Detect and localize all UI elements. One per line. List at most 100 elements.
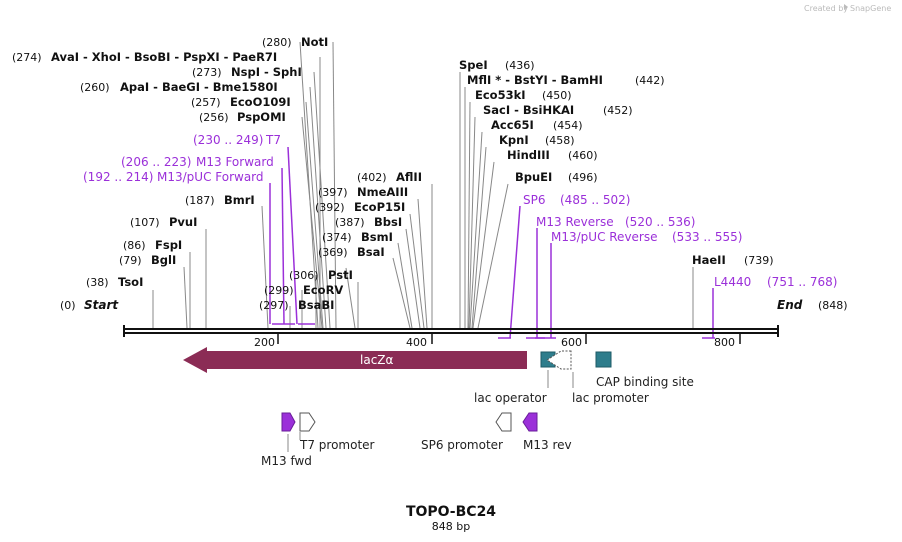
- cap-binding-box[interactable]: [595, 351, 612, 368]
- lac-operator-label: lac operator: [474, 391, 547, 405]
- apaI-pos: (260): [80, 81, 110, 94]
- ecoO109I-site[interactable]: EcoO109I: [230, 95, 291, 109]
- tsoI-site[interactable]: TsoI: [118, 275, 143, 289]
- pvuI-pos: (107): [130, 216, 160, 229]
- nmeAIII-site[interactable]: NmeAIII: [357, 185, 408, 199]
- eco53kI-pos: (450): [542, 89, 572, 102]
- fspI-pos: (86): [123, 239, 146, 252]
- m13-puc-reverse-primer[interactable]: M13/pUC Reverse: [551, 230, 658, 244]
- t7-promoter-arrow[interactable]: [299, 412, 316, 432]
- pspOMI-site[interactable]: PspOMI: [237, 110, 286, 124]
- lacz-label: lacZα: [360, 353, 394, 367]
- lac-promoter-arrow[interactable]: [546, 350, 572, 370]
- snapgene-watermark: SnapGene: [850, 4, 891, 13]
- ecoRV-pos: (299): [264, 284, 294, 297]
- ruler-ticks: [277, 334, 741, 344]
- bbsI-pos: (387): [335, 216, 365, 229]
- lac-promoter-label: lac promoter: [572, 391, 649, 405]
- m13-reverse-range: (520 .. 536): [625, 215, 695, 229]
- fspI-site[interactable]: FspI: [155, 238, 182, 252]
- ruler-600: 600: [561, 336, 582, 349]
- ecoO109I-pos: (257): [191, 96, 221, 109]
- end-position: (848): [818, 299, 848, 312]
- bglI-pos: (79): [119, 254, 142, 267]
- sacI-pos: (452): [603, 104, 633, 117]
- haeII-site[interactable]: HaeII: [692, 253, 726, 267]
- hindIII-site[interactable]: HindIII: [507, 148, 550, 162]
- pspOMI-pos: (256): [199, 111, 229, 124]
- watermark-prefix: Created by: [804, 4, 848, 13]
- bpuEI-site[interactable]: BpuEI: [515, 170, 552, 184]
- ruler-800: 800: [714, 336, 735, 349]
- mflI-pos: (442): [635, 74, 665, 87]
- m13-puc-reverse-range: (533 .. 555): [672, 230, 742, 244]
- avaI-xhoI-site[interactable]: AvaI - XhoI - BsoBI - PspXI - PaeR7I: [51, 50, 277, 64]
- notI-site[interactable]: NotI: [301, 35, 328, 49]
- hindIII-pos: (460): [568, 149, 598, 162]
- bsaBI-pos: (297): [259, 299, 289, 312]
- l4440-primer[interactable]: L4440: [714, 275, 751, 289]
- bmrI-site[interactable]: BmrI: [224, 193, 255, 207]
- acc65I-site[interactable]: Acc65I: [491, 118, 534, 132]
- m13-fwd-arrow[interactable]: [281, 412, 296, 432]
- speI-site[interactable]: SpeI: [459, 58, 488, 72]
- nspI-pos: (273): [192, 66, 222, 79]
- bmrI-pos: (187): [185, 194, 215, 207]
- haeII-pos: (739): [744, 254, 774, 267]
- nspI-sphI-site[interactable]: NspI - SphI: [231, 65, 302, 79]
- cap-binding-label: CAP binding site: [596, 375, 694, 389]
- map-subtitle: 848 bp: [432, 520, 470, 533]
- nmeAIII-pos: (397): [318, 186, 348, 199]
- m13-puc-forward-primer[interactable]: M13/pUC Forward: [157, 170, 264, 184]
- bsaBI-site[interactable]: BsaBI: [298, 298, 334, 312]
- pvuI-site[interactable]: PvuI: [169, 215, 197, 229]
- mflI-bamHI-site[interactable]: MflI * - BstYI - BamHI: [467, 73, 603, 87]
- aflII-site[interactable]: AflII: [396, 170, 422, 184]
- speI-pos: (436): [505, 59, 535, 72]
- bpuEI-pos: (496): [568, 171, 598, 184]
- tsoI-pos: (38): [86, 276, 109, 289]
- m13-reverse-primer[interactable]: M13 Reverse: [536, 215, 614, 229]
- ecoRV-site[interactable]: EcoRV: [303, 283, 343, 297]
- m13-fwd-label: M13 fwd: [261, 454, 312, 468]
- bsmI-site[interactable]: BsmI: [361, 230, 393, 244]
- sp6-primer[interactable]: SP6: [523, 193, 546, 207]
- acc65I-pos: (454): [553, 119, 583, 132]
- m13-forward-primer[interactable]: M13 Forward: [196, 155, 274, 169]
- avaI-pos: (274): [12, 51, 42, 64]
- m13-forward-range: (206 .. 223): [121, 155, 191, 169]
- ecoP15I-pos: (392): [315, 201, 345, 214]
- sequence-backbone: [123, 325, 779, 344]
- bglI-site[interactable]: BglI: [151, 253, 176, 267]
- site-lines: [152, 41, 694, 329]
- ruler-200: 200: [254, 336, 275, 349]
- m13-puc-forward-range: (192 .. 214): [83, 170, 153, 184]
- t7-primer[interactable]: T7: [265, 133, 281, 147]
- primer-lines: [269, 146, 715, 339]
- sacI-site[interactable]: SacI - BsiHKAI: [483, 103, 574, 117]
- kpnI-pos: (458): [545, 134, 575, 147]
- bsaI-pos: (369): [318, 246, 348, 259]
- l4440-primer-range: (751 .. 768): [767, 275, 837, 289]
- ruler-400: 400: [406, 336, 427, 349]
- kpnI-site[interactable]: KpnI: [499, 133, 529, 147]
- start-position: (0): [60, 299, 76, 312]
- pstI-pos: (306): [289, 269, 319, 282]
- aflII-pos: (402): [357, 171, 387, 184]
- bbsI-site[interactable]: BbsI: [374, 215, 402, 229]
- sp6-primer-range: (485 .. 502): [560, 193, 630, 207]
- start-label: Start: [84, 298, 119, 312]
- bsmI-pos: (374): [322, 231, 352, 244]
- m13-rev-arrow[interactable]: [522, 412, 538, 432]
- t7-promoter-label: T7 promoter: [299, 438, 375, 452]
- eco53kI-site[interactable]: Eco53kI: [475, 88, 526, 102]
- ecoP15I-site[interactable]: EcoP15I: [354, 200, 405, 214]
- t7-primer-range: (230 .. 249): [193, 133, 263, 147]
- pstI-site[interactable]: PstI: [328, 268, 353, 282]
- bsaI-site[interactable]: BsaI: [357, 245, 385, 259]
- map-title: TOPO-BC24: [406, 504, 496, 520]
- sp6-promoter-arrow[interactable]: [495, 412, 512, 432]
- apaI-site[interactable]: ApaI - BaeGI - Bme1580I: [120, 80, 278, 94]
- lacz-feature[interactable]: lacZα: [183, 347, 527, 373]
